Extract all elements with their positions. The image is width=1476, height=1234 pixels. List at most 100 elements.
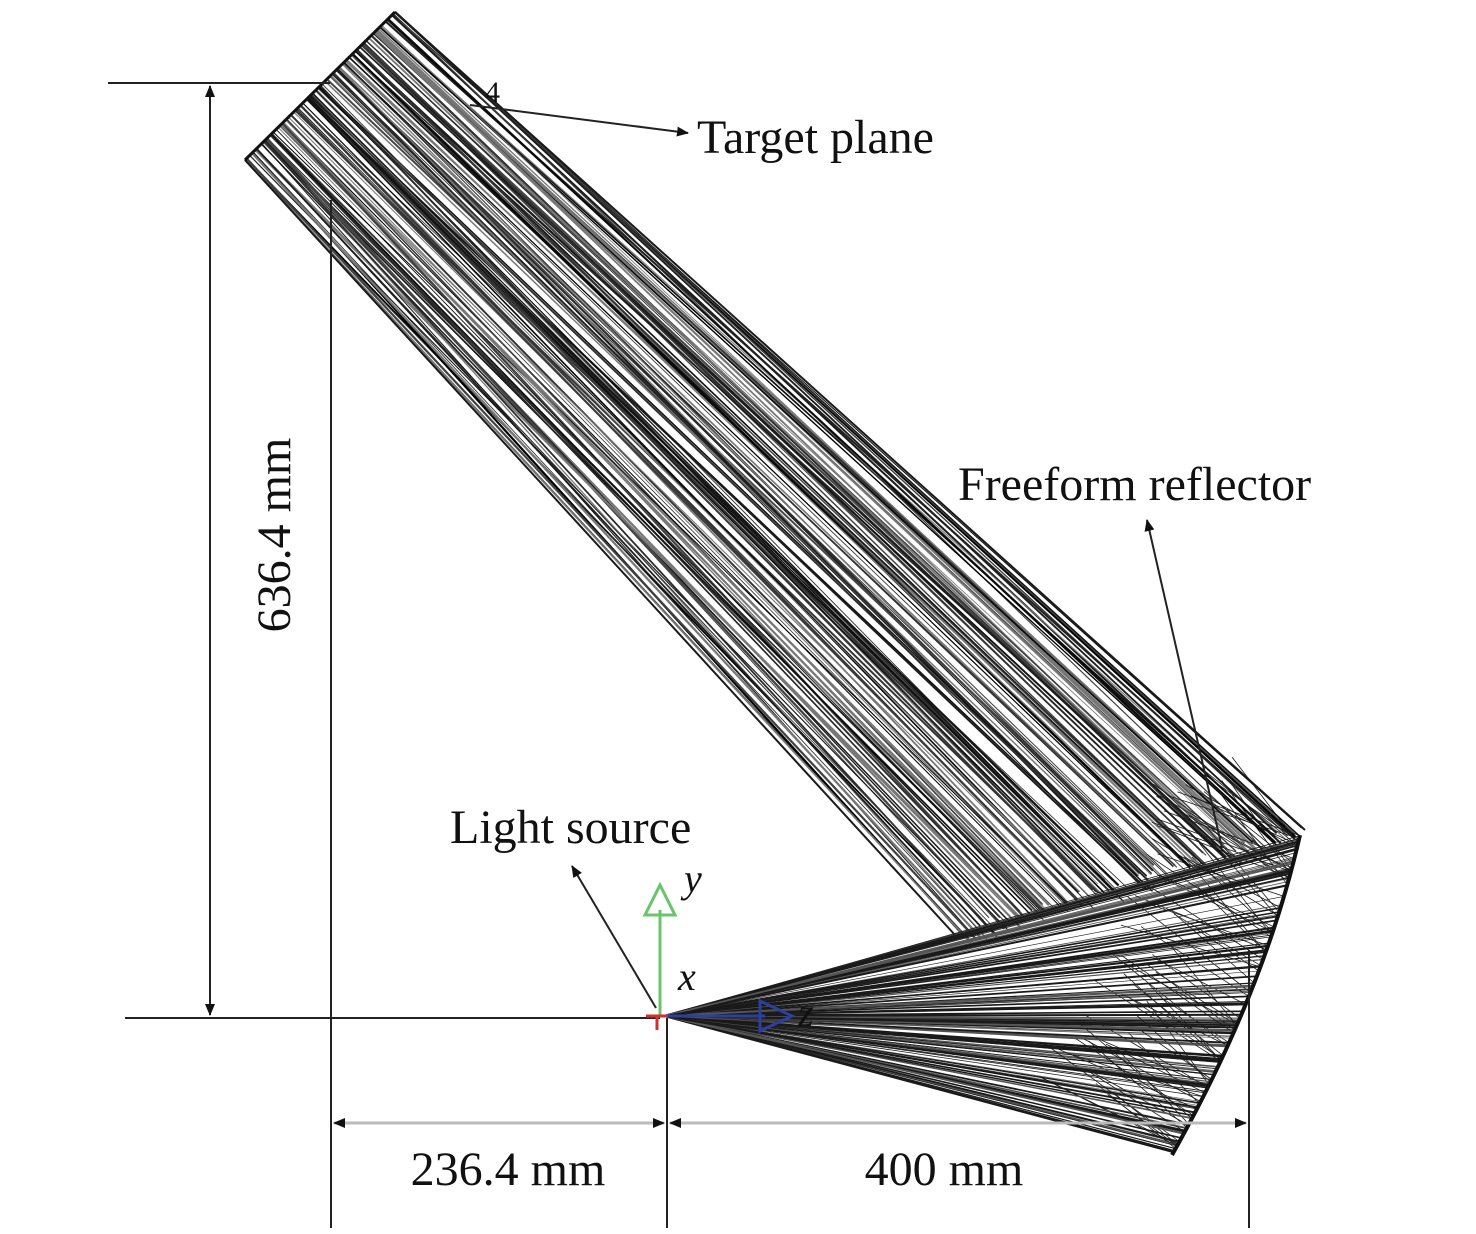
reflected-ray	[279, 123, 1050, 907]
reflected-ray	[311, 94, 1102, 900]
source-ray	[663, 975, 1257, 1017]
reflected-ray	[361, 44, 1207, 866]
source-ray	[663, 1015, 1230, 1044]
reflected-ray	[373, 31, 1253, 856]
source-ray	[663, 1015, 1201, 1102]
source-ray	[663, 916, 1278, 1017]
reflected-ray	[392, 13, 1268, 850]
reflected-ray	[244, 159, 972, 944]
source-ray	[663, 911, 1280, 1017]
source-ray	[663, 950, 1267, 1017]
reflected-ray-segment	[1127, 896, 1251, 993]
reflected-ray-segment	[1188, 814, 1292, 872]
reflected-ray	[326, 78, 1155, 867]
reflected-ray	[245, 157, 978, 940]
reflected-ray	[285, 119, 1080, 902]
reflected-ray	[288, 116, 1067, 907]
z-axis-label: z	[797, 990, 814, 1035]
reflected-ray	[299, 105, 1096, 903]
reflected-ray	[342, 62, 1195, 880]
reflected-ray	[348, 56, 1210, 871]
reflected-ray-bundle	[244, 11, 1306, 944]
source-ray	[663, 860, 1295, 1017]
reflected-ray	[265, 138, 1006, 930]
reflected-ray	[365, 40, 1240, 847]
reflected-ray-segment	[1156, 795, 1290, 879]
reflected-ray-segment	[1217, 789, 1288, 885]
source-ray	[663, 1015, 1228, 1047]
reflected-ray-segment	[1171, 911, 1255, 984]
x-axis-label: x	[677, 954, 696, 999]
freeform-reflector-leader	[1144, 519, 1223, 849]
reflected-ray-segment	[1205, 775, 1299, 842]
target-plane-edge	[243, 10, 397, 162]
reflected-bundle-edge	[244, 159, 956, 936]
reflected-ray	[307, 97, 1116, 893]
source-ray	[663, 1015, 1185, 1135]
source-ray	[663, 840, 1299, 1017]
reflected-ray-segment	[1191, 795, 1298, 846]
reflected-ray-segment	[1101, 1039, 1209, 1087]
reflected-ray	[319, 85, 1097, 893]
reflected-ray	[263, 140, 1033, 912]
reflected-bundle-edge	[394, 11, 1306, 831]
reflected-ray-segment	[1088, 1040, 1188, 1129]
reflected-ray-segment	[1140, 926, 1250, 997]
reflected-ray	[280, 124, 1050, 916]
reflected-ray	[270, 133, 1031, 915]
reflected-ray	[343, 61, 1191, 869]
reflected-ray-segment	[1146, 853, 1272, 938]
reflected-ray	[272, 131, 1068, 904]
reflected-ray	[351, 53, 1217, 875]
light-source-leader	[571, 865, 657, 1009]
source-ray	[663, 873, 1291, 1017]
source-ray	[663, 929, 1274, 1017]
coordinate-axes	[642, 881, 796, 1034]
source-ray	[663, 1015, 1188, 1129]
reflected-ray	[351, 53, 1192, 869]
reflected-ray	[269, 134, 1025, 923]
source-ray	[663, 958, 1264, 1017]
reflected-ray-segment	[1084, 1038, 1201, 1102]
source-ray	[663, 1015, 1204, 1098]
reflected-ray-segment	[1157, 853, 1285, 897]
reflected-ray	[331, 73, 1149, 881]
reflected-ray	[354, 51, 1224, 856]
reflected-ray	[281, 122, 1026, 919]
left-dimension-label: 236.4 mm	[411, 1143, 606, 1196]
reflected-ray-segment	[1137, 1015, 1211, 1083]
reflected-ray	[244, 159, 997, 931]
reflected-ray	[306, 98, 1110, 892]
source-ray	[663, 1015, 1211, 1083]
light-source-label: Light source	[450, 801, 691, 854]
z-axis-arrowhead	[758, 998, 796, 1034]
reflected-ray-segment	[1146, 884, 1264, 960]
source-ray	[663, 1015, 1209, 1087]
source-ray	[663, 926, 1275, 1017]
reflected-ray	[319, 85, 1148, 877]
reflected-ray-segment	[1151, 838, 1279, 917]
reflected-ray	[379, 26, 1280, 848]
reflected-ray	[341, 63, 1168, 883]
reflected-ray-segment	[1125, 963, 1238, 1025]
reflected-ray	[368, 37, 1239, 861]
reflected-ray	[338, 66, 1176, 867]
reflected-ray	[379, 25, 1276, 838]
reflected-ray-segment	[1231, 756, 1299, 844]
source-ray	[663, 1015, 1218, 1070]
reflected-ray	[255, 147, 981, 927]
reflected-ray-segment	[1185, 784, 1298, 849]
reflected-ray-segment	[1205, 825, 1280, 913]
source-ray	[663, 884, 1288, 1017]
reflected-ray-segment	[1183, 856, 1281, 909]
reflected-ray	[336, 68, 1168, 875]
reflected-ray	[252, 151, 988, 940]
reflected-ray-segment	[1168, 795, 1300, 839]
source-ray	[663, 1015, 1192, 1120]
reflected-ray	[386, 18, 1277, 844]
source-ray	[663, 1015, 1215, 1076]
reflected-ray	[394, 11, 1278, 834]
source-ray	[663, 1015, 1221, 1063]
source-ray	[663, 1015, 1175, 1152]
